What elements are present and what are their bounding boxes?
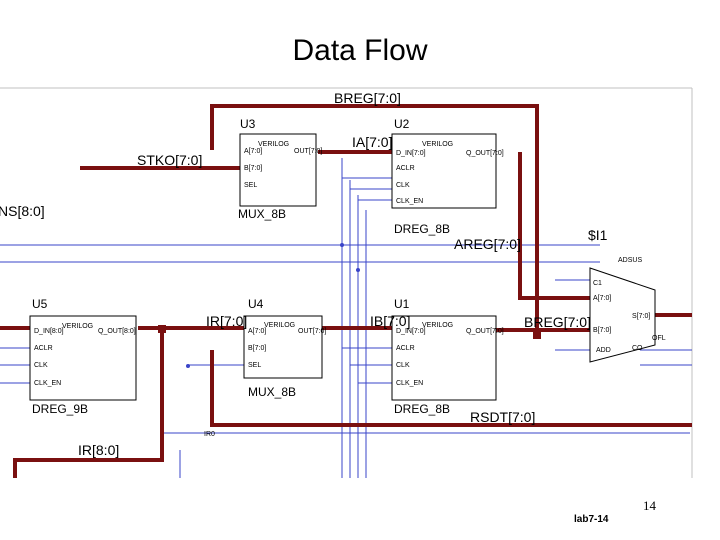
svg-text:A[7:0]: A[7:0] [593,295,611,302]
svg-text:D_IN[7:0]: D_IN[7:0] [396,150,426,157]
svg-text:ADD: ADD [596,347,611,354]
data-buses [0,104,692,478]
u2-title: VERILOG [422,141,453,148]
u5-dreg[interactable]: VERILOG D_IN[8:0] Q_OUT[8:0] ACLR CLK CL… [29,315,137,401]
u1-dreg[interactable]: VERILOG D_IN[7:0] Q_OUT[7:0] ACLR CLK CL… [391,315,504,401]
svg-text:B[7:0]: B[7:0] [248,345,266,352]
svg-text:B[7:0]: B[7:0] [593,327,611,334]
bus-junction [533,331,541,339]
svg-text:A[7:0]: A[7:0] [244,148,262,155]
u5-type: DREG_9B [32,402,88,416]
svg-text:OFL: OFL [652,335,666,342]
svg-text:Q_OUT[8:0]: Q_OUT[8:0] [98,328,136,335]
junction-dot [356,268,360,272]
u3-title: VERILOG [258,141,289,148]
u4-title: VERILOG [264,322,295,329]
net-ns: NS[8:0] [0,203,45,219]
u4-ref: U4 [248,297,264,311]
svg-text:ACLR: ACLR [396,165,415,172]
page-number: 14 [643,498,656,513]
svg-text:OUT[7:0]: OUT[7:0] [294,148,322,155]
net-ir80: IR[8:0] [78,442,119,458]
svg-text:A[7:0]: A[7:0] [248,328,266,335]
net-areg: AREG[7:0] [454,236,521,252]
svg-text:OUT[7:0]: OUT[7:0] [298,328,326,335]
u4-type: MUX_8B [248,385,296,399]
svg-text:Q_OUT[7:0]: Q_OUT[7:0] [466,150,504,157]
junction-dot [186,364,190,368]
svg-text:CO: CO [632,345,643,352]
svg-text:CLK_EN: CLK_EN [396,380,423,387]
svg-text:Q_OUT[7:0]: Q_OUT[7:0] [466,328,504,335]
u5-title: VERILOG [62,323,93,330]
u1-title: VERILOG [422,322,453,329]
svg-text:D_IN[8:0]: D_IN[8:0] [34,328,64,335]
u4-mux[interactable]: VERILOG A[7:0] OUT[7:0] B[7:0] SEL [243,315,326,379]
footer-label: lab7-14 [574,514,609,525]
svg-text:SEL: SEL [244,182,257,189]
alu-adsus[interactable]: C1 A[7:0] B[7:0] S[7:0] ADD CO OFL [589,267,666,363]
net-breg-top: BREG[7:0] [334,90,401,106]
net-ir-u4: IR[7:0] [206,313,247,329]
net-ia: IA[7:0] [352,134,392,150]
u2-type: DREG_8B [394,222,450,236]
svg-text:C1: C1 [593,280,602,287]
u1-ref: U1 [394,297,410,311]
svg-text:SEL: SEL [248,362,261,369]
slide-title: Data Flow [292,34,428,67]
svg-text:ACLR: ACLR [396,345,415,352]
net-stko: STKO[7:0] [137,152,202,168]
svg-text:CLK: CLK [396,182,410,189]
net-i1: $I1 [588,227,608,243]
alu-title: ADSUS [618,257,642,264]
svg-text:CLK: CLK [396,362,410,369]
net-breg-out: BREG[7:0] [524,314,591,330]
svg-text:D_IN[7:0]: D_IN[7:0] [396,328,426,335]
u2-ref: U2 [394,117,410,131]
u1-type: DREG_8B [394,402,450,416]
svg-text:S[7:0]: S[7:0] [632,313,650,320]
net-ir0: IR0 [204,431,215,438]
svg-text:ACLR: ACLR [34,345,53,352]
u3-ref: U3 [240,117,256,131]
junction-dot [340,243,344,247]
bus-junction [158,325,166,333]
u5-ref: U5 [32,297,48,311]
u3-mux[interactable]: VERILOG A[7:0] B[7:0] OUT[7:0] SEL [239,133,322,207]
svg-text:CLK_EN: CLK_EN [396,198,423,205]
svg-text:CLK_EN: CLK_EN [34,380,61,387]
u3-type: MUX_8B [238,207,286,221]
u2-dreg[interactable]: VERILOG D_IN[7:0] Q_OUT[7:0] ACLR CLK CL… [391,133,504,209]
svg-text:B[7:0]: B[7:0] [244,165,262,172]
svg-text:CLK: CLK [34,362,48,369]
net-ib: IB[7:0] [370,313,410,329]
net-rsdt: RSDT[7:0] [470,409,535,425]
